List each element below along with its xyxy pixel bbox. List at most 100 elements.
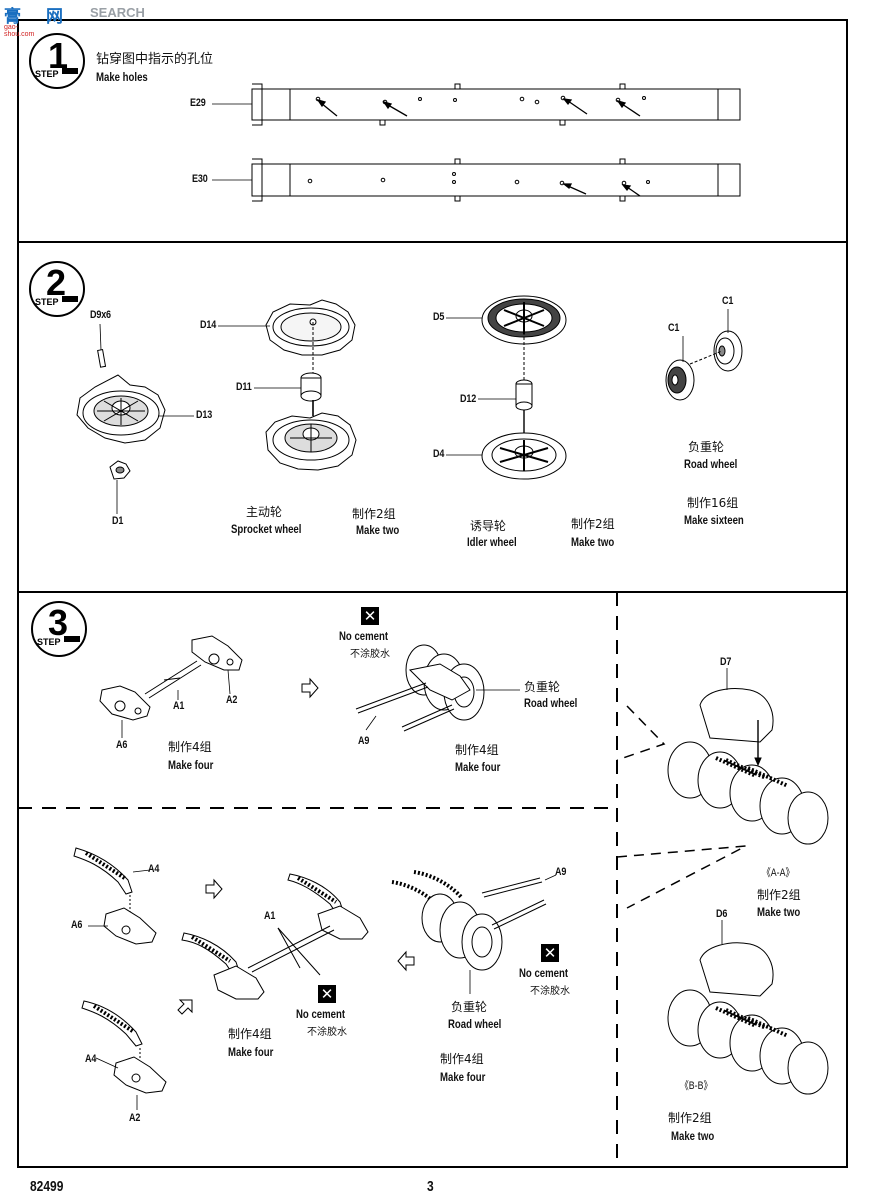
sprocket-qty-en: Make two [356, 523, 400, 537]
spring-a4-a6-drawing [73, 847, 157, 945]
top-left-qty-cn: 制作4组 [168, 740, 212, 754]
step1-instruction-en: Make holes [96, 70, 148, 84]
part-label-d7: D7 [720, 656, 732, 668]
step-2-badge: 2 STEP [28, 260, 86, 318]
bottom-left-qty-cn: 制作4组 [228, 1027, 272, 1041]
right-b-qty-cn: 制作2组 [668, 1111, 712, 1125]
step-1-badge: 1 STEP [28, 32, 86, 90]
step-3-badge: 3 STEP [30, 600, 88, 658]
drill-arrows-e29 [316, 98, 641, 117]
drill-arrows-e30 [562, 183, 641, 197]
step-number: 1 [48, 35, 69, 76]
bottom-mid-name-cn: 负重轮 [451, 1000, 488, 1014]
step1-instruction-cn: 钻穿图中指示的孔位 [96, 52, 214, 67]
sprocket-wheel-drawing [76, 349, 166, 480]
step-word: STEP [35, 69, 59, 79]
part-e29-rail [251, 83, 741, 126]
swing-arm-a6-a2-drawing [99, 635, 243, 721]
bogie-with-wheels-drawing [391, 870, 547, 971]
site-logo-suffix: 网 [46, 7, 63, 27]
part-label-a1: A1 [173, 700, 185, 712]
road-wheel-qty-cn: 制作16组 [687, 496, 739, 510]
site-search-word: SEARCH [90, 5, 145, 20]
bottom-mid-qty-cn: 制作4组 [440, 1052, 484, 1066]
idler-qty-cn: 制作2组 [571, 517, 615, 531]
right-b-qty-en: Make two [671, 1129, 715, 1143]
page-number: 3 [427, 1178, 434, 1195]
no-cement-cn: 不涂胶水 [307, 1027, 347, 1038]
road-wheel-pair-drawing [355, 644, 485, 732]
arrow-right-1 [301, 677, 319, 699]
right-a-qty-en: Make two [757, 905, 801, 919]
part-label-e29: E29 [190, 97, 206, 109]
no-cement-en: No cement [296, 1007, 346, 1021]
spring-a4-a2-drawing [81, 1000, 167, 1094]
no-cement-en: No cement [339, 629, 389, 643]
bogie-aa-drawing [667, 688, 829, 845]
step-word: STEP [35, 297, 59, 307]
part-label-d5: D5 [433, 311, 445, 323]
part-label-c1-right: C1 [722, 295, 734, 307]
bogie-bb-drawing [667, 942, 829, 1095]
part-label-a9-bottom: A9 [555, 866, 567, 878]
road-wheel-name-cn: 负重轮 [688, 440, 725, 454]
idler-wheel-drawing [481, 295, 567, 480]
idler-name-cn: 诱导轮 [470, 519, 507, 533]
bottom-mid-name-en: Road wheel [448, 1017, 502, 1031]
part-label-a6: A6 [116, 739, 128, 751]
part-label-a2: A2 [226, 694, 238, 706]
section-b-b: 《B-B》 [680, 1080, 713, 1092]
no-cement-note-top: ✕ No cement 不涂胶水 [338, 607, 402, 660]
sprocket-qty-cn: 制作2组 [352, 507, 396, 521]
no-cement-cn: 不涂胶水 [530, 986, 570, 997]
no-cement-note-bottom-left: ✕ No cement 不涂胶水 [295, 985, 359, 1038]
step-number: 3 [48, 602, 69, 643]
part-label-a6-bottom: A6 [71, 919, 83, 931]
part-label-e30: E30 [192, 173, 208, 185]
part-label-a4-top: A4 [148, 863, 160, 875]
bottom-left-qty-en: Make four [228, 1045, 274, 1059]
kit-code: 82499 [30, 1178, 64, 1195]
part-label-a2-bottom: A2 [129, 1112, 141, 1124]
part-label-a1-bottom: A1 [264, 910, 276, 922]
no-cement-note-bottom-mid: ✕ No cement 不涂胶水 [518, 944, 582, 997]
part-label-d12: D12 [460, 393, 477, 405]
part-label-c1-left: C1 [668, 322, 680, 334]
part-label-d4: D4 [433, 448, 445, 460]
part-label-d1: D1 [112, 515, 124, 527]
no-cement-cn: 不涂胶水 [350, 649, 390, 660]
part-label-a4-bottom: A4 [85, 1053, 97, 1065]
no-cement-icon: ✕ [541, 944, 559, 962]
part-label-d14: D14 [200, 319, 217, 331]
part-label-d13: D13 [196, 409, 213, 421]
road-wheel-name-en: Road wheel [684, 457, 738, 471]
no-cement-icon: ✕ [318, 985, 336, 1003]
top-mid-qty-cn: 制作4组 [455, 743, 499, 757]
step-number: 2 [46, 262, 67, 303]
top-left-qty-en: Make four [168, 758, 214, 772]
section-a-a: 《A-A》 [762, 867, 795, 879]
road-wheel-drawing [665, 330, 743, 401]
part-e30-rail [251, 158, 741, 202]
bottom-mid-qty-en: Make four [440, 1070, 486, 1084]
right-a-qty-cn: 制作2组 [757, 888, 801, 902]
part-label-d6: D6 [716, 908, 728, 920]
no-cement-icon: ✕ [361, 607, 379, 625]
sprocket-name-cn: 主动轮 [246, 505, 283, 519]
road-wheel-qty-en: Make sixteen [684, 513, 744, 527]
part-label-d9x6: D9x6 [90, 309, 111, 321]
sprocket-name-en: Sprocket wheel [231, 522, 302, 536]
arrow-right-2 [205, 878, 223, 900]
part-label-d11: D11 [236, 381, 252, 393]
suspension-a1-drawing [181, 873, 369, 1000]
site-url: gao-shou.com [4, 24, 35, 38]
sprocket-assembly-drawing [265, 299, 357, 471]
idler-name-en: Idler wheel [467, 535, 517, 549]
site-logo: 膏 [4, 7, 21, 27]
arrow-up-right [177, 999, 193, 1015]
arrow-left [397, 950, 415, 972]
part-label-a9: A9 [358, 735, 370, 747]
top-mid-name-cn: 负重轮 [524, 680, 561, 694]
no-cement-en: No cement [519, 966, 569, 980]
